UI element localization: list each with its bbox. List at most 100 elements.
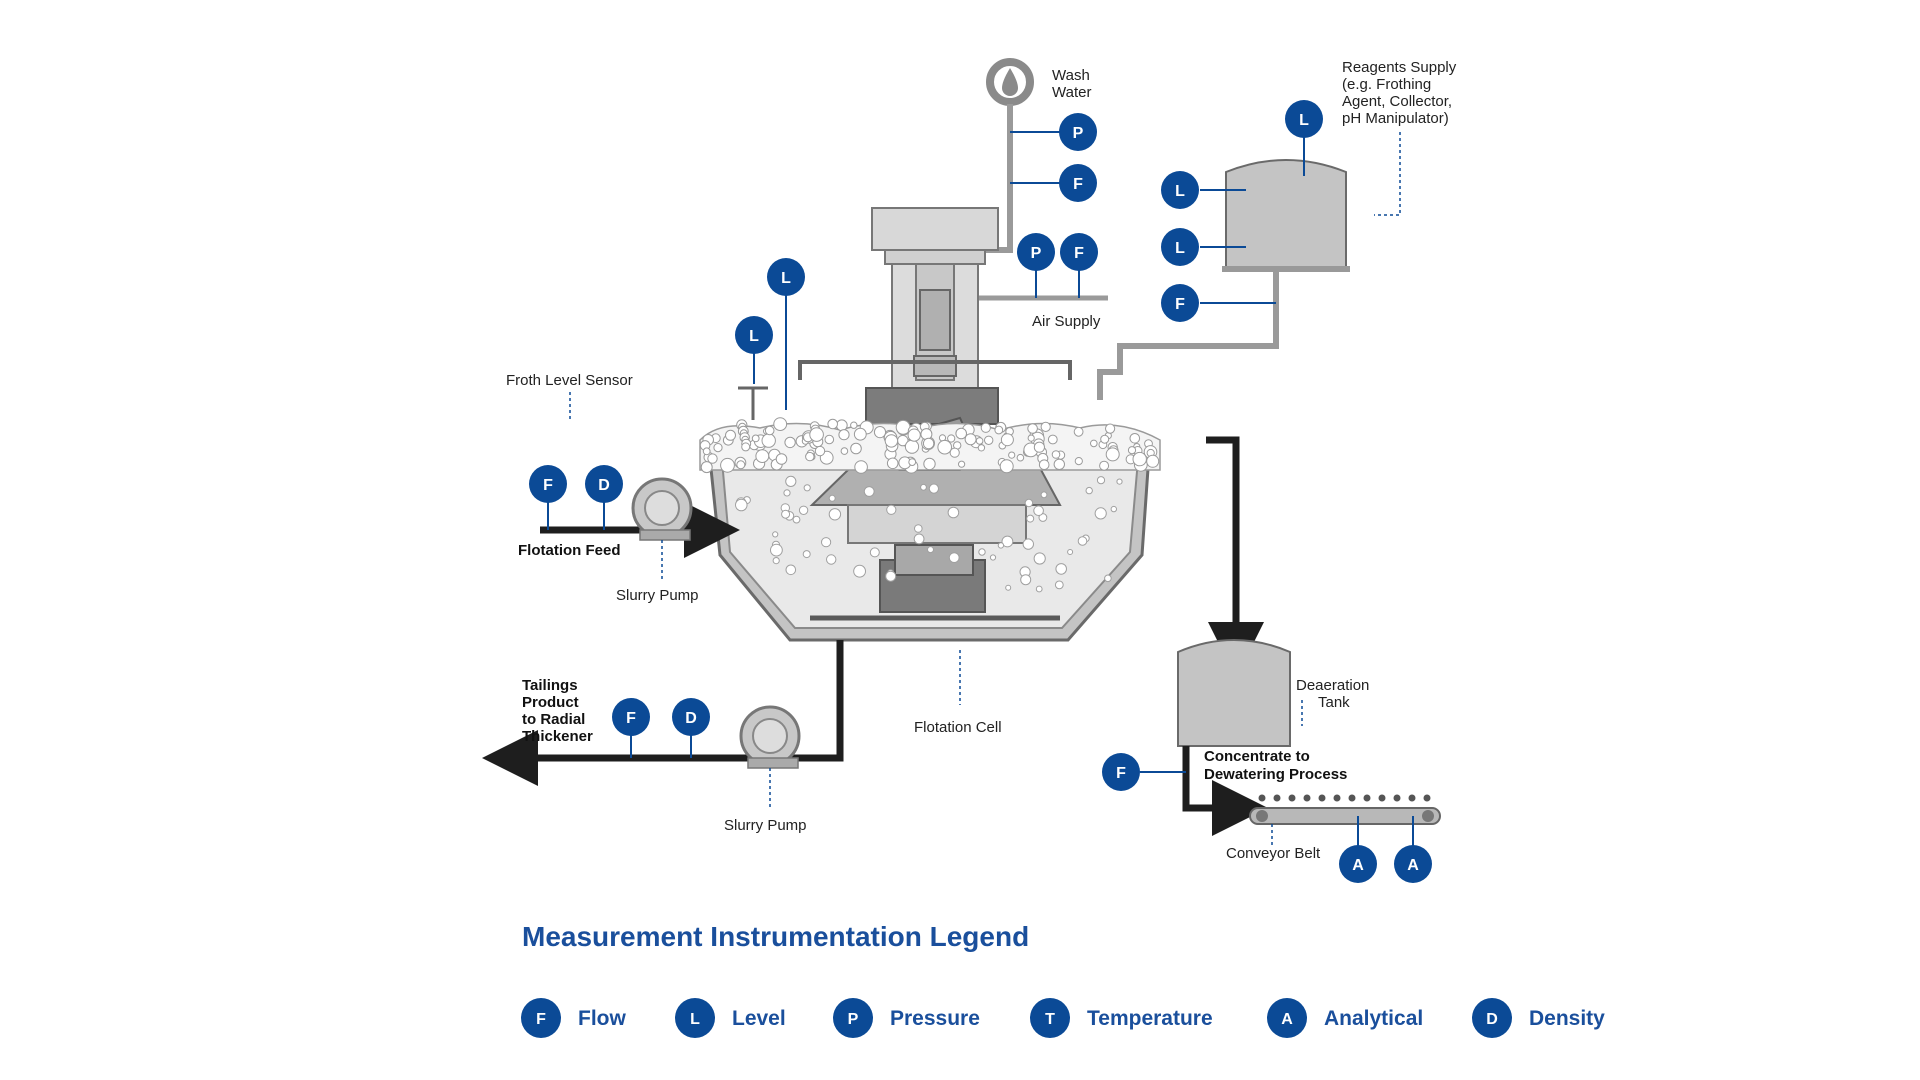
froth-bubble xyxy=(805,451,815,462)
froth-bubble xyxy=(1008,451,1016,459)
svg-text:D: D xyxy=(1486,1011,1498,1028)
froth-bubble xyxy=(824,434,835,445)
air-supply-label: Air Supply xyxy=(1032,313,1101,330)
froth-bubble xyxy=(994,425,1004,435)
wash-flow-badge: F xyxy=(1059,164,1097,202)
slurry-bubble xyxy=(1085,486,1093,495)
slurry-bubble xyxy=(927,546,934,554)
slurry-bubble xyxy=(798,505,809,515)
belt-analytical-badge-2: A xyxy=(1394,845,1432,883)
slurry-bubble xyxy=(1096,476,1106,485)
svg-text:Pressure: Pressure xyxy=(890,1007,980,1030)
flotation-drive-assembly xyxy=(798,207,1072,425)
froth-bubble xyxy=(873,426,887,439)
flow-legend-icon xyxy=(521,998,561,1038)
slurry-bubble xyxy=(828,494,836,502)
froth-bubble xyxy=(1146,454,1160,468)
reagents-tank xyxy=(1222,159,1350,272)
slurry-pump-bottom-label: Slurry Pump xyxy=(724,817,807,834)
svg-text:A: A xyxy=(1352,857,1364,874)
froth-bubble xyxy=(840,447,849,455)
conveyor-ore-piece xyxy=(1318,794,1326,802)
reagents-pipe xyxy=(1097,272,1279,400)
froth-bubble xyxy=(1105,447,1120,462)
froth-bubble xyxy=(850,442,862,455)
cell-level-badge-2: L xyxy=(735,316,773,354)
conveyor-ore-piece xyxy=(1348,794,1356,802)
conveyor-ore-piece xyxy=(1378,794,1386,802)
froth-bubble xyxy=(923,457,936,471)
froth-bubble xyxy=(741,442,751,452)
froth-bubble xyxy=(838,429,850,441)
concentrate-flow-badge: F xyxy=(1102,753,1140,791)
legend-item-flow: F Flow xyxy=(521,998,626,1038)
froth-bubble xyxy=(814,445,826,457)
wash-water-label: Wash Water xyxy=(1052,67,1094,101)
tailings-pipe xyxy=(482,640,844,786)
froth-bubble xyxy=(975,437,984,445)
conveyor-material xyxy=(1258,794,1431,802)
slurry-bubble xyxy=(869,547,880,558)
svg-text:L: L xyxy=(781,270,791,287)
legend-item-density: D Density xyxy=(1472,998,1605,1038)
froth-bubble xyxy=(1073,426,1084,437)
froth-bubble xyxy=(1047,434,1058,445)
cell-level-badge-1: L xyxy=(767,258,805,296)
froth-bubble xyxy=(854,460,868,474)
froth-bubble xyxy=(720,457,735,473)
slurry-bubble xyxy=(1094,507,1107,520)
froth-bubble xyxy=(1040,421,1051,432)
slurry-bubble xyxy=(1033,505,1044,517)
legend-title: Measurement Instrumentation Legend xyxy=(522,921,1029,952)
svg-text:A: A xyxy=(1407,857,1419,874)
density-legend-icon xyxy=(1472,998,1512,1038)
svg-text:F: F xyxy=(536,1011,546,1028)
deaeration-tank-label: Deaeration Tank xyxy=(1296,677,1374,711)
froth-bubble xyxy=(937,439,953,455)
slurry-bubble xyxy=(1020,574,1032,586)
svg-text:Flow: Flow xyxy=(578,1007,626,1030)
slurry-bubble xyxy=(783,489,791,497)
conveyor-belt xyxy=(1249,807,1441,825)
reagents-supply-label: Reagents Supply (e.g. Frothing Agent, Co… xyxy=(1342,59,1460,127)
svg-text:F: F xyxy=(1073,176,1083,193)
svg-text:F: F xyxy=(626,710,636,727)
froth-bubble xyxy=(835,419,848,432)
froth-bubble xyxy=(1027,423,1038,434)
svg-text:P: P xyxy=(1031,245,1042,262)
slurry-bubble xyxy=(997,542,1005,549)
legend-item-temperature: T Temperature xyxy=(1030,998,1213,1038)
tailings-label: Tailings Product to Radial Thickener xyxy=(522,677,593,745)
feed-flow-badge: F xyxy=(529,465,567,503)
conveyor-ore-piece xyxy=(1288,794,1296,802)
slurry-bubble xyxy=(826,554,837,565)
slurry-bubble xyxy=(1001,535,1014,548)
legend-item-pressure: P Pressure xyxy=(833,998,980,1038)
air-flow-badge: F xyxy=(1060,233,1098,271)
flotation-cell-label: Flotation Cell xyxy=(914,719,1002,736)
froth-bubble xyxy=(1132,451,1147,467)
slurry-bubble xyxy=(772,531,779,538)
slurry-bubble xyxy=(785,564,797,576)
slurry-bubble xyxy=(885,570,897,582)
slurry-bubble xyxy=(913,533,925,545)
froth-bubble xyxy=(1016,453,1025,462)
froth-bubble xyxy=(1099,460,1110,471)
froth-bubble xyxy=(1100,434,1110,444)
legend-item-analytical: A Analytical xyxy=(1267,998,1423,1038)
flotation-cell xyxy=(699,416,1161,642)
conveyor-ore-piece xyxy=(1273,794,1281,802)
svg-text:L: L xyxy=(749,328,759,345)
air-pressure-badge: P xyxy=(1017,233,1055,271)
slurry-bubble xyxy=(770,543,783,557)
tailings-flow-badge: F xyxy=(612,698,650,736)
slurry-bubble xyxy=(735,498,748,512)
froth-bubble xyxy=(964,433,977,446)
slurry-bubble xyxy=(853,564,866,578)
slurry-bubble xyxy=(1104,574,1112,583)
slurry-pump-top-label: Slurry Pump xyxy=(616,587,699,604)
froth-bubble xyxy=(955,427,968,440)
froth-bubble xyxy=(1129,433,1141,444)
pressure-legend-icon xyxy=(833,998,873,1038)
froth-bubble xyxy=(999,459,1014,474)
